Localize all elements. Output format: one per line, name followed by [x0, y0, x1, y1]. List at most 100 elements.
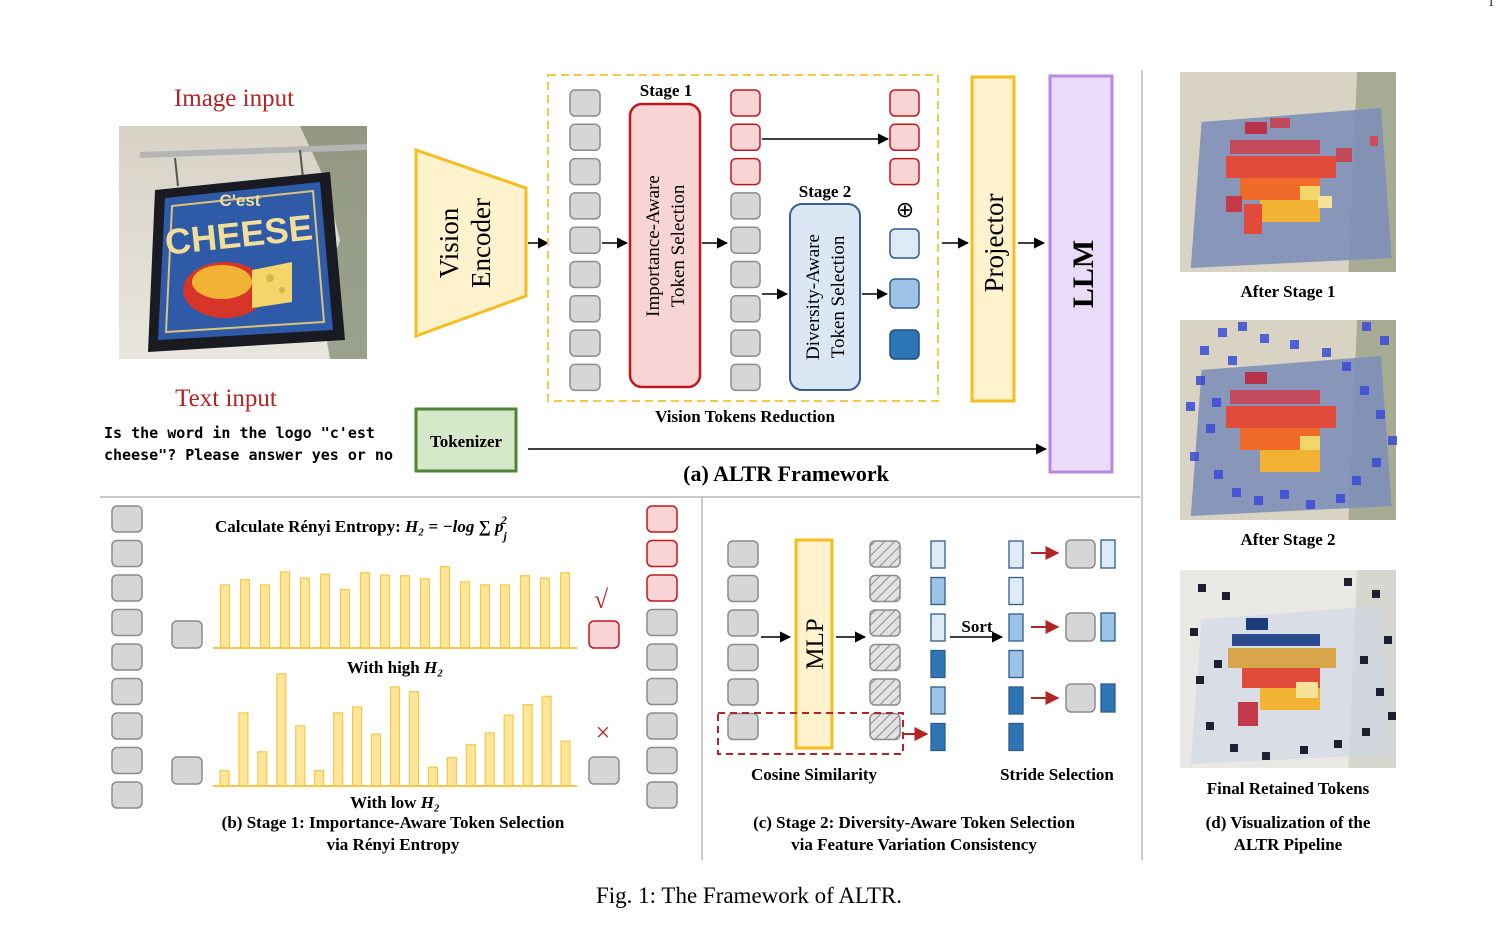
low-entropy-bar — [219, 770, 230, 787]
stage2-title: Stage 2 — [799, 182, 851, 201]
similarity-score-bar — [930, 686, 946, 715]
output-token — [646, 746, 678, 775]
final-kept-patch — [1190, 628, 1198, 636]
stage2-input-token — [727, 609, 759, 637]
stage1-kept-patch — [1336, 148, 1352, 162]
kept-important-token — [889, 89, 920, 117]
diverse-token-dark — [889, 329, 920, 360]
llm-block — [1048, 74, 1114, 474]
final-kept-patch — [1262, 752, 1270, 760]
input-token — [111, 608, 143, 637]
stage1-kept-patch — [1230, 390, 1320, 404]
stride-selected-score — [1100, 539, 1116, 569]
stage2-kept-patch — [1372, 458, 1381, 467]
low-entropy-bars — [219, 673, 571, 787]
final-kept-patch — [1214, 660, 1222, 668]
final-kept-patch — [1198, 584, 1206, 592]
feature-variation-token — [869, 574, 901, 603]
final-kept-patch — [1228, 648, 1336, 668]
high-entropy-bar — [299, 577, 311, 649]
stage2-kept-patch — [1214, 470, 1223, 479]
panel-d-caption-line2: ALTR Pipeline — [1234, 835, 1343, 854]
stage2-kept-patch — [1362, 322, 1371, 331]
final-kept-patch — [1362, 728, 1370, 736]
stage1-importance-box — [628, 102, 702, 389]
stage2-kept-patch — [1280, 490, 1289, 499]
feature-variation-token — [869, 540, 901, 568]
low-entropy-bar — [484, 732, 495, 787]
important-token — [730, 157, 761, 186]
output-token — [646, 643, 678, 671]
stride-selected-token — [1065, 612, 1096, 642]
input-token — [111, 539, 143, 568]
low-entropy-bar — [295, 725, 306, 787]
kept-important-token — [889, 157, 920, 186]
stage1-kept-patch — [1226, 406, 1336, 428]
high-entropy-bar — [479, 584, 491, 649]
stage1-kept-patch — [1245, 372, 1267, 384]
final-kept-patch — [1360, 656, 1368, 664]
stage2-kept-patch — [1238, 322, 1247, 331]
feature-variation-token — [869, 643, 901, 672]
selected-token — [646, 505, 678, 533]
stage2-box-label-line1: Diversity-Aware — [803, 234, 824, 360]
high-entropy-bar — [239, 578, 251, 649]
high-entropy-bar — [319, 573, 331, 649]
output-token — [646, 781, 678, 809]
candidate-token — [730, 226, 761, 254]
input-token — [111, 712, 143, 740]
stride-selected-token — [1065, 539, 1096, 569]
framework-token-columns — [569, 89, 920, 392]
stage1-kept-patch — [1270, 118, 1290, 128]
stage2-kept-patch — [1254, 496, 1263, 505]
selected-token — [646, 539, 678, 568]
stage2-input-token — [727, 678, 759, 706]
final-kept-patch — [1384, 636, 1392, 644]
vision-token — [569, 192, 601, 220]
sorted-score-bar — [1008, 540, 1024, 569]
low-entropy-bar — [352, 706, 363, 787]
final-kept-patch — [1344, 578, 1352, 586]
feature-variation-token — [869, 712, 901, 741]
input-photo: C'est CHEESE — [119, 126, 368, 359]
final-kept-patch — [1334, 740, 1342, 748]
stage2-kept-patch — [1388, 436, 1397, 445]
image-input-label: Image input — [174, 85, 294, 112]
after-stage2-label: After Stage 2 — [1240, 530, 1335, 549]
diverse-token-light — [889, 228, 920, 259]
mlp-label: MLP — [802, 618, 829, 669]
panel-d-caption-line1: (d) Visualization of the — [1206, 813, 1371, 832]
final-kept-patch — [1372, 590, 1380, 598]
similarity-score-bar — [930, 576, 946, 606]
panel-b-caption-line1: (b) Stage 1: Importance-Aware Token Sele… — [222, 813, 565, 832]
high-entropy-bar — [399, 575, 411, 649]
low-entropy-bar — [465, 744, 476, 787]
stage2-kept-patch — [1306, 500, 1315, 509]
output-token — [646, 608, 678, 637]
cosine-similarity-label: Cosine Similarity — [751, 765, 878, 784]
input-token — [111, 746, 143, 775]
stride-selection-label: Stride Selection — [1000, 765, 1114, 784]
selected-token — [646, 574, 678, 602]
vision-tokens-reduction-label: Vision Tokens Reduction — [655, 407, 835, 426]
low-entropy-bar — [257, 751, 268, 787]
stage1-kept-patch — [1245, 122, 1267, 134]
llm-label: LLM — [1067, 240, 1100, 308]
tokenizer-block — [414, 407, 518, 473]
candidate-token — [730, 329, 761, 357]
sorted-score-bar — [1008, 649, 1024, 679]
stage1-token-columns — [111, 505, 678, 809]
high-entropy-bar — [519, 575, 531, 649]
stage2-kept-patch — [1342, 362, 1351, 371]
candidate-token — [730, 192, 761, 220]
low-entropy-bar — [389, 686, 401, 787]
candidate-token — [730, 363, 761, 392]
vision-token — [569, 329, 601, 357]
stage2-box-label-line2: Token Selection — [828, 235, 849, 358]
stage2-kept-patch — [1200, 346, 1209, 355]
stage2-kept-patch — [1190, 452, 1199, 461]
similarity-score-bar — [930, 540, 946, 569]
stage2-kept-patch — [1322, 348, 1331, 357]
cosine-pair-dashed-box — [717, 712, 904, 755]
